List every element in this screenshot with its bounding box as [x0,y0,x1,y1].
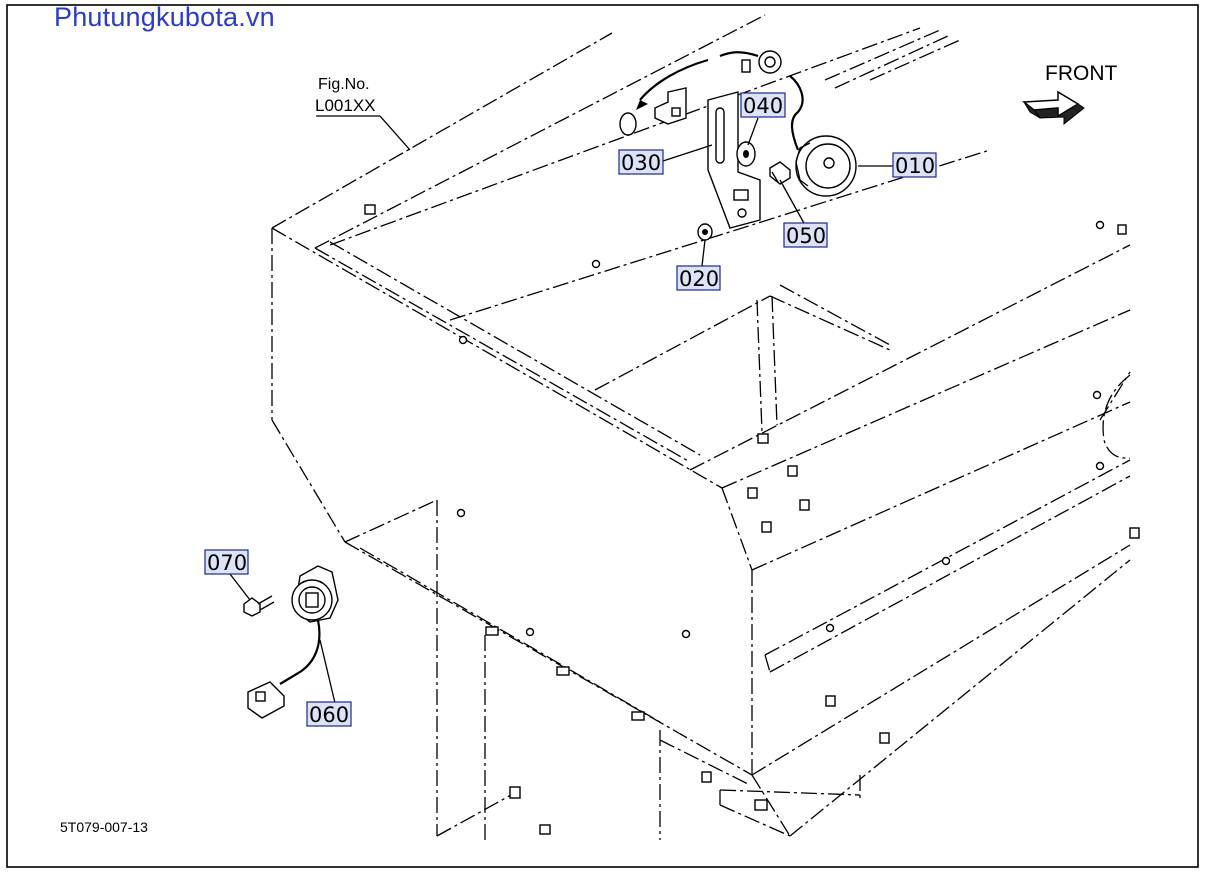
callout-020[interactable]: 020 [676,265,721,291]
watermark-logo-text[interactable]: Phutungkubota.vn [54,2,275,32]
horn-assembly [636,50,857,197]
callout-030[interactable]: 030 [618,149,664,175]
drawing-code: 5T079-007-13 [60,819,148,835]
hopper-holes [364,204,1140,835]
svg-text:070: 070 [207,551,247,575]
callout-070[interactable]: 070 [204,549,249,575]
svg-text:060: 060 [309,703,349,727]
figure-reference: Fig.No. L001XX [315,76,411,151]
nut-020 [697,223,713,241]
callout-040[interactable]: 040 [740,92,786,118]
callout-060[interactable]: 060 [306,701,352,727]
diagram-frame [6,4,1199,868]
bracket-030 [619,87,761,229]
bolt-070 [243,595,275,617]
leader-lines [229,117,893,704]
svg-text:020: 020 [679,267,719,291]
svg-text:050: 050 [786,224,826,248]
front-label: FRONT [1045,62,1117,85]
bolt-050 [769,161,791,185]
svg-text:030: 030 [621,151,661,175]
fig-label-line2: L001XX [315,96,376,115]
svg-text:040: 040 [743,94,783,118]
callout-010[interactable]: 010 [892,152,937,178]
front-direction-indicator: FRONT [1022,62,1117,126]
svg-text:010: 010 [895,154,935,178]
hopper-body-outline [271,14,1131,840]
fig-label-line1: Fig.No. [318,76,370,93]
callout-050[interactable]: 050 [783,222,828,248]
washer-040 [736,141,756,167]
sensor-060 [247,565,339,719]
